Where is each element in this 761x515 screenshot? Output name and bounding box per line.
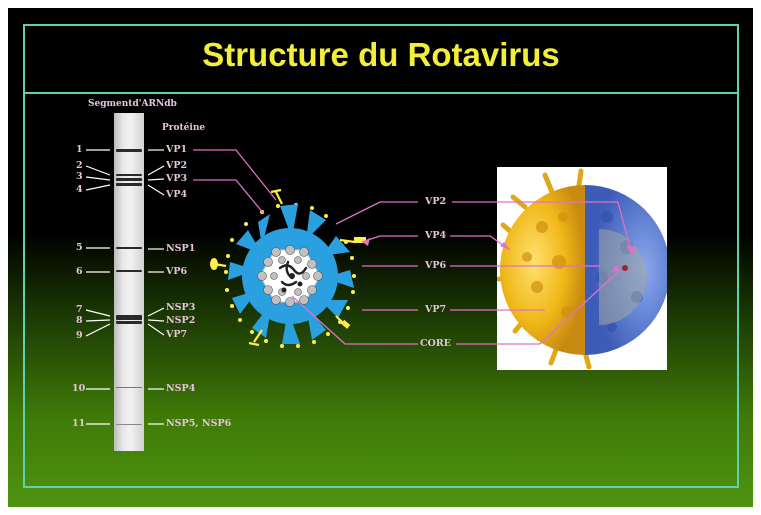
structure-label-core: CORE — [420, 338, 451, 350]
structure-label-vp6: VP6 — [425, 260, 446, 272]
structure-label-vp2: VP2 — [425, 196, 446, 208]
structure-label-vp7: VP7 — [425, 304, 446, 316]
gel-protein-ticks — [148, 150, 164, 424]
virion-schematic — [210, 190, 366, 348]
structure-label-vp4: VP4 — [425, 230, 446, 242]
gel-number-ticks — [86, 150, 110, 424]
connector-arrowheads — [362, 238, 636, 272]
